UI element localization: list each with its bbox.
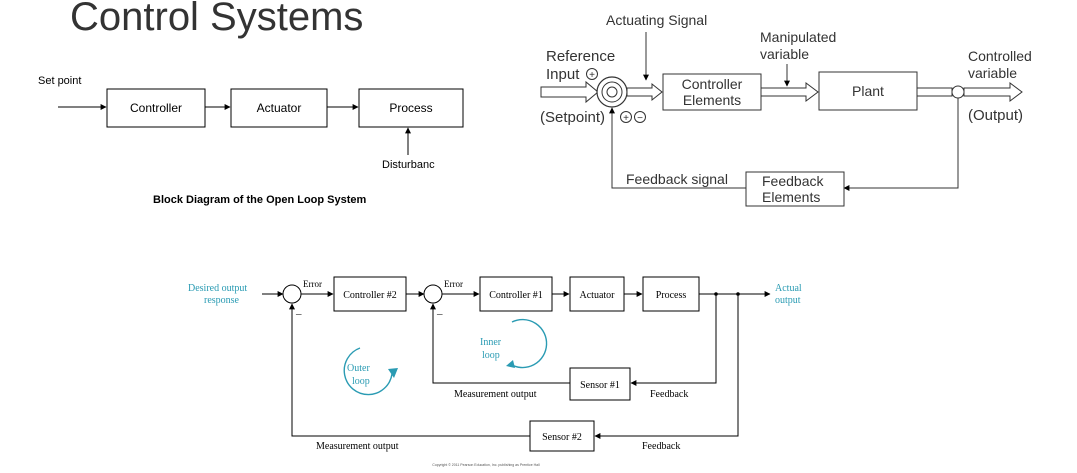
open-actuator-block	[230, 88, 328, 128]
process-block	[642, 276, 700, 312]
feedback-path-return	[609, 107, 746, 189]
sensor1-block	[569, 367, 631, 401]
outer-loop-label-1: Outer	[347, 363, 370, 374]
ref-plus-circle	[586, 68, 598, 80]
inner-measurement-label: Measurement output	[454, 389, 537, 400]
to-controller-hollow-arrow	[626, 82, 663, 102]
controller2-label: Controller #2	[343, 290, 397, 301]
sensor2-block	[529, 420, 595, 452]
summing-junction-mid	[601, 81, 623, 103]
plant-block	[818, 71, 918, 111]
reference-label-2: Input	[546, 66, 580, 83]
outer-measurement-label: Measurement output	[316, 441, 399, 452]
controller-elements-block	[662, 73, 762, 111]
setpoint-minus-sign: −	[637, 113, 643, 124]
open-controller-label: Controller	[130, 101, 182, 115]
outer-error-label: Error	[303, 279, 322, 289]
copyright-note: Copyright © 2011 Pearson Education, Inc.…	[432, 463, 540, 467]
outer-feedback-label: Feedback	[642, 441, 680, 452]
desired-output-label-2: response	[204, 295, 240, 306]
actuator-label: Actuator	[580, 290, 616, 301]
output-hollow-arrow	[963, 82, 1023, 102]
inner-minus: _	[436, 304, 443, 316]
inner-feedback-to-sensor1	[630, 294, 717, 386]
reference-label-1: Reference	[546, 48, 615, 65]
open-process-label: Process	[389, 101, 432, 115]
summing-junction-inner	[606, 86, 618, 98]
actual-output-label-2: output	[775, 295, 801, 306]
actual-output-label-1: Actual	[775, 283, 802, 294]
manipulated-label-1: Manipulated	[760, 29, 836, 45]
actuating-signal-label: Actuating Signal	[606, 12, 707, 28]
feedback-signal-label: Feedback signal	[626, 171, 728, 187]
inner-loop-arrow-icon	[509, 318, 548, 369]
reference-hollow-arrow	[540, 80, 599, 104]
inner-error-label: Error	[444, 279, 463, 289]
outer-minus: _	[295, 304, 302, 316]
desired-output-label-1: Desired output	[188, 283, 247, 294]
cascade-diagram: Desired output response _ Error Controll…	[188, 276, 802, 467]
outer-sum-junction	[282, 284, 302, 304]
plant-label: Plant	[852, 83, 884, 99]
outer-loop-label-2: loop	[352, 376, 370, 387]
outer-measurement-path	[289, 303, 530, 437]
setpoint-plus-circle	[620, 111, 632, 123]
open-loop-caption: Block Diagram of the Open Loop System	[153, 194, 367, 206]
process-label: Process	[656, 290, 687, 301]
outer-loop-arrowhead-icon	[388, 368, 398, 378]
takeoff-point	[951, 85, 965, 99]
disturbance-label: Disturbanc	[382, 159, 435, 171]
open-loop-diagram: Set point Controller Actuator Process Di…	[38, 75, 464, 206]
closed-loop-diagram: Actuating Signal Reference Input + Contr…	[540, 12, 1032, 207]
controlled-label-1: Controlled	[968, 48, 1032, 64]
setpoint-minus-circle	[634, 111, 646, 123]
open-actuator-label: Actuator	[257, 101, 302, 115]
controller1-block	[479, 276, 553, 312]
manipulated-label-2: variable	[760, 46, 809, 62]
set-point-label: Set point	[38, 75, 81, 87]
sensor1-label: Sensor #1	[580, 380, 620, 391]
outer-loop-arrow-icon	[343, 347, 393, 396]
inner-loop-arrowhead-icon	[506, 360, 515, 368]
plant-output-hollow-bar	[916, 87, 953, 97]
feedback-elements-block	[745, 171, 845, 207]
setpoint-label: (Setpoint)	[540, 109, 605, 126]
open-process-block	[358, 88, 464, 128]
sensor2-label: Sensor #2	[542, 432, 582, 443]
inner-sum-junction	[423, 284, 443, 304]
output-label: (Output)	[968, 107, 1023, 124]
slide-title: Control Systems	[70, 0, 363, 39]
inner-feedback-label: Feedback	[650, 389, 688, 400]
feedback-path-out	[843, 98, 959, 191]
open-controller-block	[106, 88, 206, 128]
actuator-block	[569, 276, 625, 312]
outer-feedback-to-sensor2	[594, 294, 739, 439]
inner-loop-label-1: Inner	[480, 337, 502, 348]
controlled-label-2: variable	[968, 65, 1017, 81]
controller-elements-label-2: Elements	[683, 92, 741, 108]
inner-measurement-path	[430, 303, 570, 384]
to-plant-hollow-arrow	[760, 82, 819, 102]
controller2-block	[333, 276, 407, 312]
inner-loop-label-2: loop	[482, 350, 500, 361]
ref-plus-sign: +	[589, 70, 595, 81]
feedback-elements-label-2: Elements	[762, 189, 820, 205]
setpoint-plus-sign: +	[623, 113, 629, 124]
controller-elements-label-1: Controller	[682, 76, 743, 92]
controller1-label: Controller #1	[489, 290, 543, 301]
feedback-elements-label-1: Feedback	[762, 173, 824, 189]
